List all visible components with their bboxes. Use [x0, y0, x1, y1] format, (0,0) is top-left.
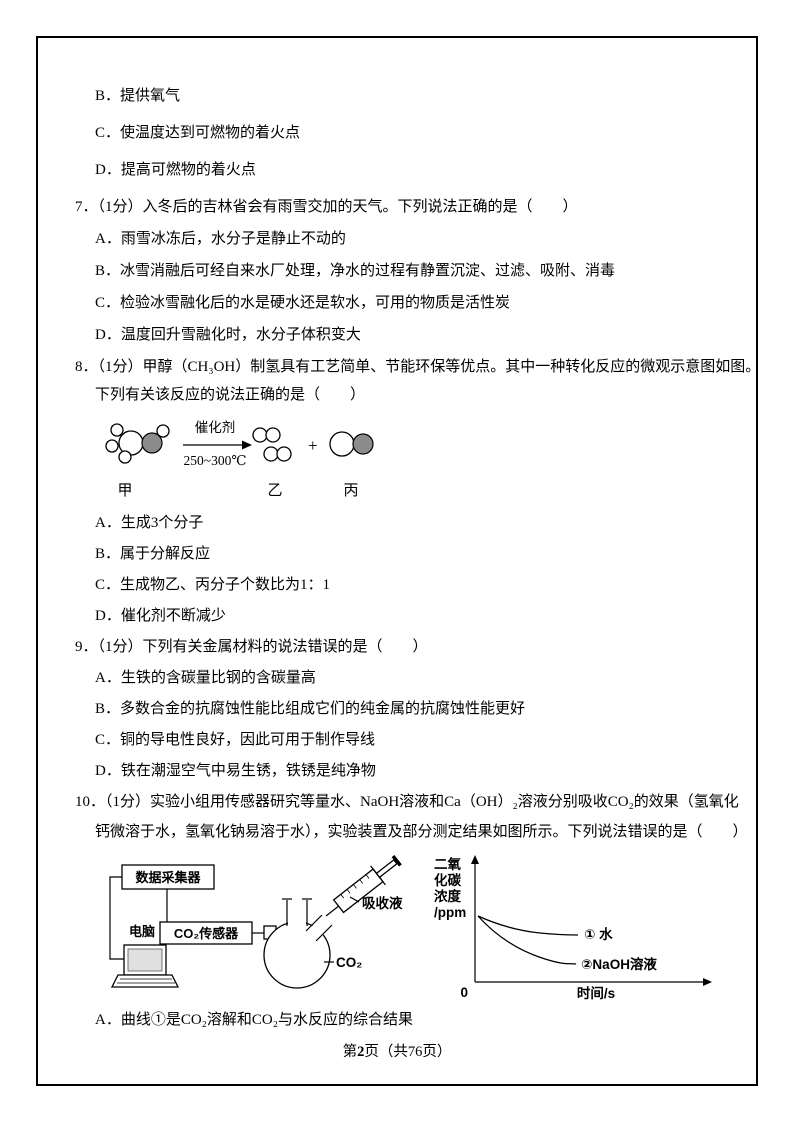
- q9-option-a: A．生铁的含碳量比钢的含碳量高: [95, 670, 316, 686]
- catalyst-label: 催化剂: [195, 420, 236, 435]
- q6-option-d: D．提高可燃物的着火点: [95, 162, 256, 178]
- q10-experiment-diagram: 数据采集器 CO₂传感器 电脑: [109, 854, 712, 1001]
- hydrogen-molecules-icon: [252, 427, 292, 462]
- footer-total-pages: 76: [407, 1044, 423, 1060]
- absorbent-label: 吸收液: [362, 895, 403, 911]
- q8-reaction-diagram: 催化剂 250~300℃ + 甲 乙 丙: [105, 420, 374, 499]
- computer-icon: [110, 944, 180, 988]
- q9-option-b: B．多数合金的抗腐蚀性能比组成它们的纯金属的抗腐蚀性能更好: [95, 701, 526, 717]
- page-border: [36, 36, 758, 1086]
- q8-option-d: D．催化剂不断减少: [95, 608, 226, 624]
- q8-stem-line1: 8．（1分）甲醇（CH₃OH）制氢具有工艺简单、节能环保等优点。其中一种转化反应…: [75, 359, 761, 375]
- q10-option-a: A．曲线①是CO₂溶解和CO₂与水反应的综合结果: [95, 1012, 413, 1028]
- x-axis-arrow-icon: [703, 978, 712, 986]
- q8-option-c: C．生成物乙、丙分子个数比为1：1: [95, 577, 331, 593]
- carbon-monoxide-molecule-icon: [329, 431, 374, 457]
- q10-stem-line2: 钙微溶于水，氢氧化钠易溶于水），实验装置及部分测定结果如图所示。下列说法错误的是…: [95, 824, 748, 840]
- q7-option-d: D．温度回升雪融化时，水分子体积变大: [95, 327, 361, 343]
- q10-stem-line1: 10．（1分）实验小组用传感器研究等量水、NaOH溶液和Ca（OH）₂溶液分别吸…: [75, 794, 739, 810]
- footer-text-mid: 页（共: [364, 1044, 408, 1060]
- reaction-arrow-icon: [183, 440, 252, 450]
- round-bottom-flask-icon: [263, 898, 333, 989]
- footer-text-end: 页）: [422, 1044, 452, 1060]
- q8-stem-line2: 下列有关该反应的说法正确的是（ ）: [95, 387, 366, 403]
- curve-naoh-label: ②NaOH溶液: [581, 956, 657, 972]
- plus-sign: +: [308, 436, 318, 455]
- q6-option-c: C．使温度达到可燃物的着火点: [95, 125, 301, 141]
- curve-water: [477, 915, 579, 936]
- collector-to-computer-wire: [109, 876, 124, 960]
- label-jia: 甲: [117, 483, 132, 499]
- exam-content: B．提供氧气 C．使温度达到可燃物的着火点 D．提高可燃物的着火点 7．（1分）…: [75, 86, 761, 1030]
- q7-option-b: B．冰雪消融后可经自来水厂处理，净水的过程有静置沉淀、过滤、吸附、消毒: [95, 263, 616, 279]
- y-axis-label-line3: 浓度: [434, 888, 461, 904]
- q6-option-b: B．提供氧气: [95, 88, 181, 104]
- methanol-molecule-icon: [105, 423, 170, 464]
- computer-label: 电脑: [129, 924, 155, 939]
- q7-option-c: C．检验冰雪融化后的水是硬水还是软水，可用的物质是活性炭: [95, 295, 511, 311]
- y-axis-label-line4: /ppm: [434, 905, 466, 920]
- curve-naoh: [477, 915, 577, 965]
- co2-sensor-label: CO₂传感器: [174, 926, 239, 941]
- page-footer: 第2页（共76页）: [36, 1040, 758, 1061]
- y-axis-label-line2: 化碳: [434, 872, 461, 888]
- y-axis-arrow-icon: [471, 855, 479, 864]
- footer-text-prefix: 第: [342, 1044, 358, 1060]
- q8-option-a: A．生成3个分子: [95, 515, 204, 531]
- y-axis-label-line1: 二氧: [434, 856, 461, 872]
- q7-stem: 7．（1分）入冬后的吉林省会有雨雪交加的天气。下列说法正确的是（ ）: [75, 199, 578, 215]
- data-collector-label: 数据采集器: [135, 870, 201, 885]
- label-yi: 乙: [267, 483, 282, 499]
- absorbent-leader-line: [349, 896, 360, 903]
- label-bing: 丙: [343, 483, 358, 499]
- q9-option-c: C．铜的导电性良好，因此可用于制作导线: [95, 732, 376, 748]
- q8-option-b: B．属于分解反应: [95, 546, 211, 562]
- q9-option-d: D．铁在潮湿空气中易生锈，铁锈是纯净物: [95, 763, 376, 779]
- q7-option-a: A．雨雪冰冻后，水分子是静止不动的: [95, 231, 346, 247]
- q9-stem: 9．（1分）下列有关金属材料的说法错误的是（ ）: [75, 639, 428, 655]
- co2-gas-label: CO₂: [336, 955, 362, 970]
- origin-label: 0: [460, 985, 468, 1000]
- footer-page-number: 2: [357, 1044, 365, 1060]
- temperature-label: 250~300℃: [184, 453, 247, 468]
- co2-concentration-graph: 二氧 化碳 浓度 /ppm 0 时间/s ① 水 ②NaOH溶液: [434, 855, 712, 1001]
- curve-water-label: ① 水: [584, 926, 613, 942]
- syringe-icon: [325, 854, 402, 917]
- x-axis-label: 时间/s: [577, 985, 615, 1001]
- data-collector-box: [121, 864, 215, 890]
